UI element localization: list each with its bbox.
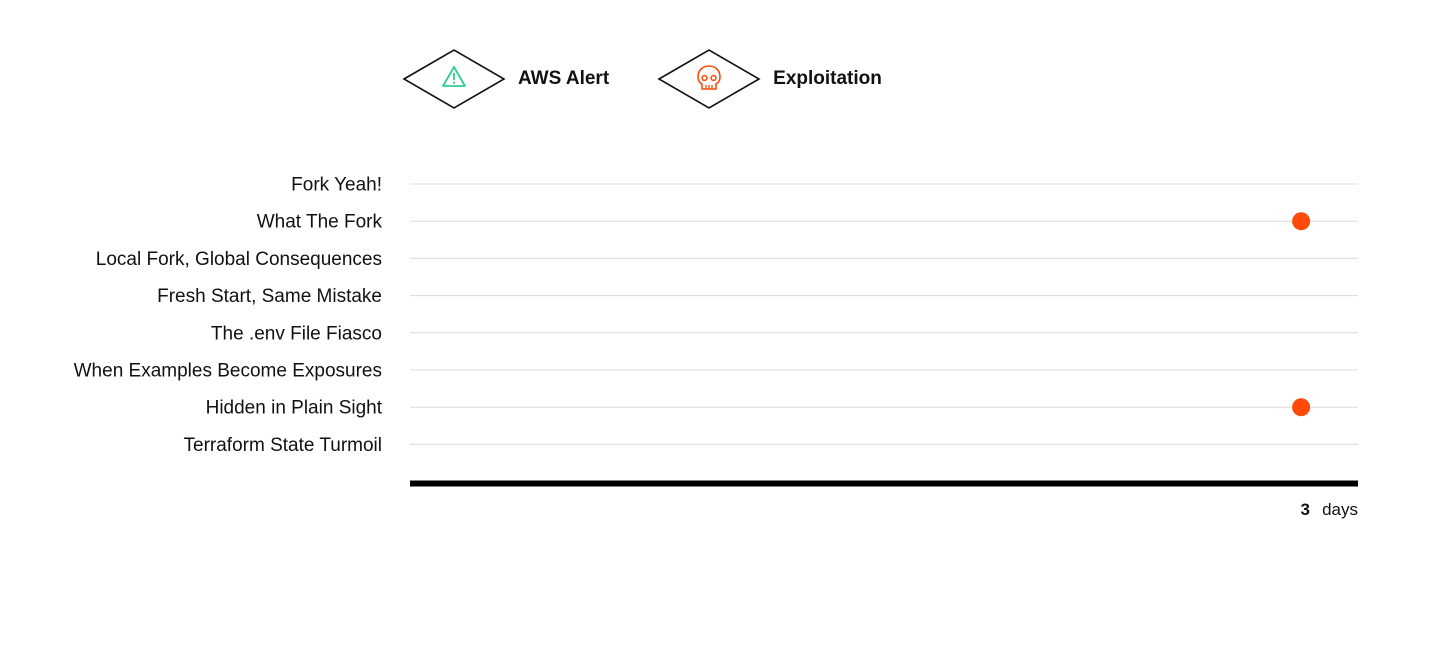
warning-triangle-icon — [402, 49, 506, 109]
legend-item-aws-alert: AWS Alert — [402, 48, 609, 110]
row-label: Hidden in Plain Sight — [206, 398, 383, 419]
row-label: Local Fork, Global Consequences — [96, 249, 382, 270]
legend-item-exploitation: Exploitation — [657, 48, 882, 110]
chart-points — [1292, 212, 1311, 417]
row-label: Terraform State Turmoil — [184, 435, 383, 456]
row-label: What The Fork — [257, 212, 383, 233]
row-label: Fork Yeah! — [291, 175, 382, 196]
x-axis-unit-value: 3 — [1301, 500, 1310, 519]
row-label: Fresh Start, Same Mistake — [157, 286, 382, 307]
chart-legend: AWS Alert Exploitation — [402, 48, 930, 110]
row-label: When Examples Become Exposures — [74, 361, 382, 382]
legend-label-exploitation: Exploitation — [773, 68, 882, 89]
legend-label-aws-alert: AWS Alert — [518, 68, 610, 89]
skull-icon — [657, 49, 761, 109]
exploitation-point[interactable] — [1292, 212, 1311, 231]
row-label: The .env File Fiasco — [211, 323, 382, 344]
exploitation-point[interactable] — [1292, 398, 1311, 417]
x-axis-unit-label: days — [1322, 500, 1358, 519]
